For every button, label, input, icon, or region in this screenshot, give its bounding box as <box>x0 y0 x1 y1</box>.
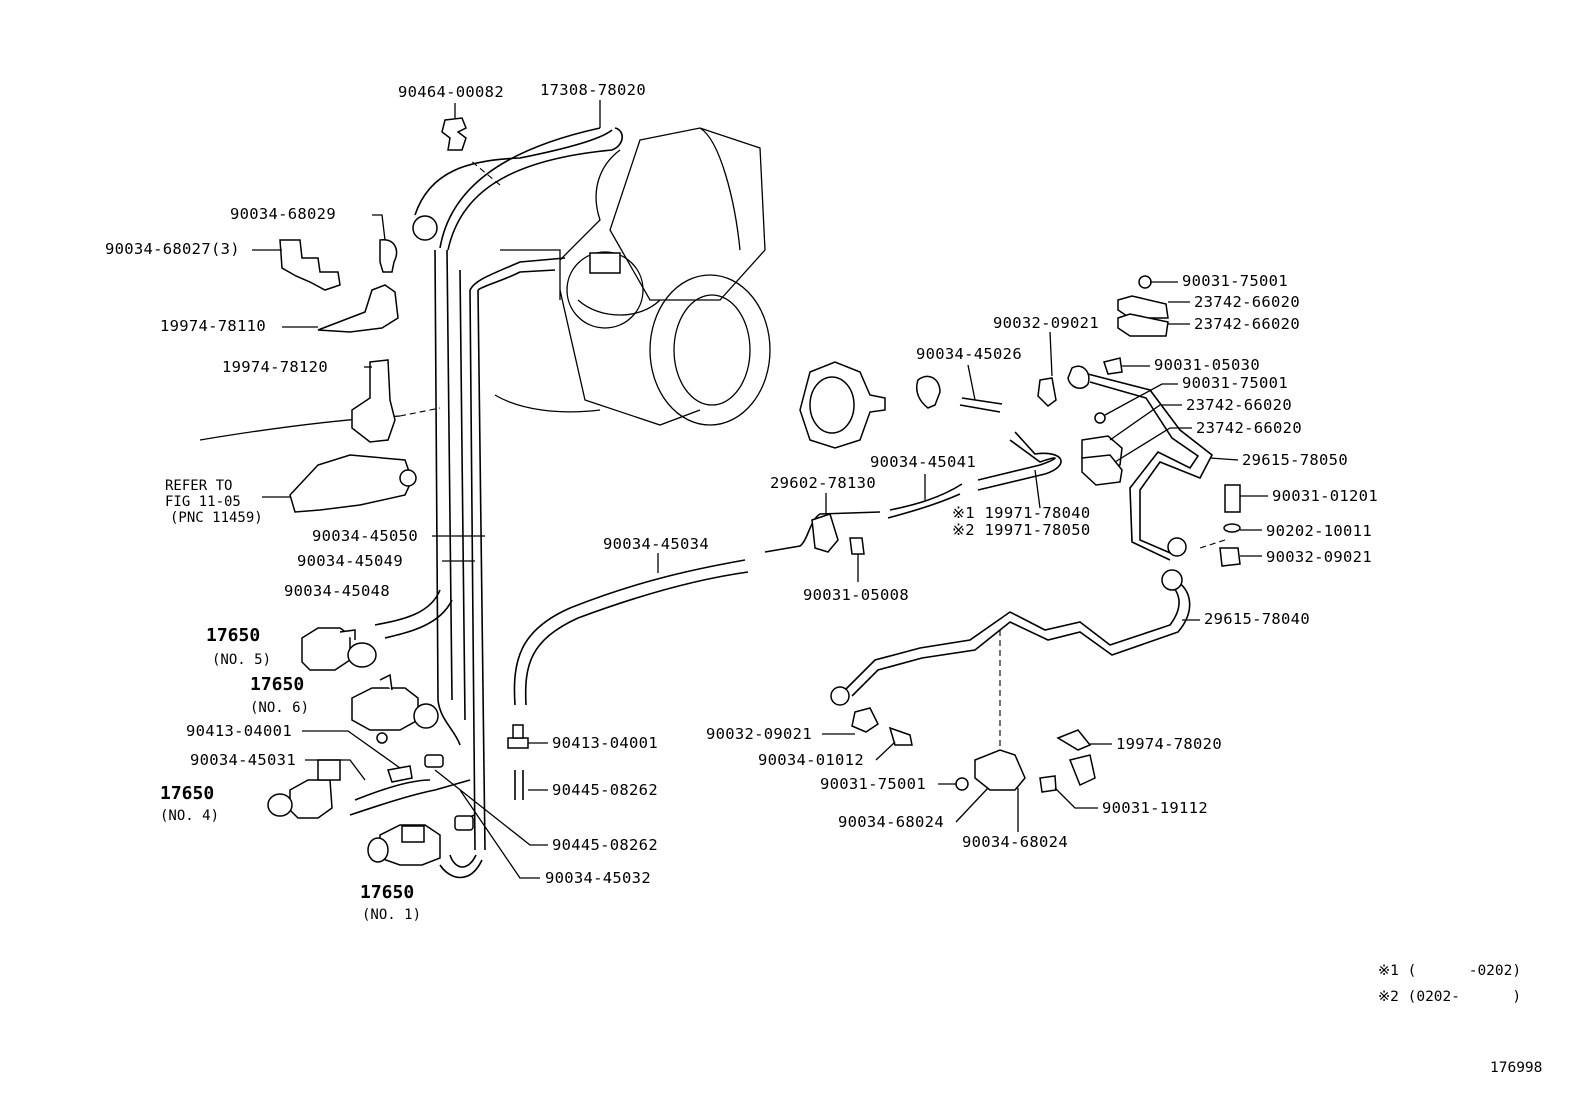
callout-90034-45048[interactable]: 90034-45048 <box>284 582 390 600</box>
main-hose-bundle <box>349 127 623 879</box>
callout-29602-78130[interactable]: 29602-78130 <box>770 474 876 492</box>
footnote-1: ※1 ( -0202) <box>1378 963 1521 979</box>
callout-90034-01012[interactable]: 90034-01012 <box>758 751 864 769</box>
vsv-no1-sub: (NO. 1) <box>362 907 421 923</box>
dash-bolt-line <box>1199 539 1226 549</box>
t-fitting-90413-04001-right <box>507 724 529 749</box>
callout-90445-08262-a[interactable]: 90445-08262 <box>552 781 658 799</box>
callout-90445-08262-b[interactable]: 90445-08262 <box>552 836 658 854</box>
callout-90034-45031[interactable]: 90034-45031 <box>190 751 296 769</box>
callout-90202-10011[interactable]: 90202-10011 <box>1266 522 1372 540</box>
callout-23742-66020-b[interactable]: 23742-66020 <box>1194 315 1300 333</box>
footnote-2: ※2 (0202- ) <box>1378 989 1521 1005</box>
vsv-no4[interactable] <box>267 759 341 819</box>
vsv-no6[interactable] <box>351 673 439 744</box>
pipe-29602-78130 <box>764 511 881 555</box>
callout-29615-78050[interactable]: 29615-78050 <box>1242 451 1348 469</box>
refer-line2[interactable]: FIG 11-05 <box>165 494 241 510</box>
vsv-no6-sub: (NO. 6) <box>250 700 309 716</box>
callout-90031-01201[interactable]: 90031-01201 <box>1272 487 1378 505</box>
engine-outline <box>199 127 771 441</box>
callout-90031-75001-top[interactable]: 90031-75001 <box>1182 272 1288 290</box>
refer-line1: REFER TO <box>165 478 232 494</box>
vsv-no4-number[interactable]: 17650 <box>160 783 214 804</box>
callout-90413-04001-right[interactable]: 90413-04001 <box>552 734 658 752</box>
callout-90034-68024-a[interactable]: 90034-68024 <box>838 813 944 831</box>
callout-90034-68029[interactable]: 90034-68029 <box>230 205 336 223</box>
vsv-no1-number[interactable]: 17650 <box>360 882 414 903</box>
callout-90034-45050[interactable]: 90034-45050 <box>312 527 418 545</box>
hose-90034-45034 <box>513 559 749 800</box>
footnotes: ※1 ( -0202) ※2 (0202- ) <box>1378 963 1521 1005</box>
callout-19974-78110[interactable]: 19974-78110 <box>160 317 266 335</box>
hoses-45041-45026 <box>887 375 1062 519</box>
callout-90031-75001-mid[interactable]: 90031-75001 <box>1182 374 1288 392</box>
callout-90034-68027[interactable]: 90034-68027(3) <box>105 240 240 258</box>
callout-17308-78020[interactable]: 17308-78020 <box>540 81 646 99</box>
vsv-no5-number[interactable]: 17650 <box>206 625 260 646</box>
callout-90031-19112[interactable]: 90031-19112 <box>1102 799 1208 817</box>
callout-90032-09021-top[interactable]: 90032-09021 <box>993 314 1099 332</box>
vsv-labels: 17650 (NO. 5) 17650 (NO. 6) 17650 (NO. 4… <box>160 625 421 923</box>
callout-90034-45034[interactable]: 90034-45034 <box>603 535 709 553</box>
callout-23742-66020-d[interactable]: 23742-66020 <box>1196 419 1302 437</box>
callout-90034-45032[interactable]: 90034-45032 <box>545 869 651 887</box>
callout-23742-66020-a[interactable]: 23742-66020 <box>1194 293 1300 311</box>
refer-note: REFER TO FIG 11-05 (PNC 11459) <box>165 478 263 526</box>
callout-19974-78020[interactable]: 19974-78020 <box>1116 735 1222 753</box>
callout-90034-45026[interactable]: 90034-45026 <box>916 345 1022 363</box>
t-fitting-90413-04001-left <box>387 765 413 783</box>
callout-19974-78120[interactable]: 19974-78120 <box>222 358 328 376</box>
callout-19971-78040[interactable]: ※1 19971-78040 <box>952 504 1091 522</box>
callout-90031-05008[interactable]: 90031-05008 <box>803 586 909 604</box>
callout-90464-00082[interactable]: 90464-00082 <box>398 83 504 101</box>
callout-90031-75001-bottom[interactable]: 90031-75001 <box>820 775 926 793</box>
vsv-no5[interactable] <box>301 627 377 671</box>
vsv-no4-sub: (NO. 4) <box>160 808 219 824</box>
callout-90031-05030[interactable]: 90031-05030 <box>1154 356 1260 374</box>
left-brackets <box>279 117 467 513</box>
vsv-no6-number[interactable]: 17650 <box>250 674 304 695</box>
illustration-id: 176998 <box>1490 1060 1542 1076</box>
leader-lines <box>252 100 1268 879</box>
valve-body-mid <box>799 361 886 449</box>
vsv-no5-sub: (NO. 5) <box>212 652 271 668</box>
callout-29615-78040[interactable]: 29615-78040 <box>1204 610 1310 628</box>
callout-90032-09021-bottom[interactable]: 90032-09021 <box>706 725 812 743</box>
callout-90034-68024-b[interactable]: 90034-68024 <box>962 833 1068 851</box>
callout-90034-45049[interactable]: 90034-45049 <box>297 552 403 570</box>
callout-labels: 90464-00082 17308-78020 90034-68029 9003… <box>105 81 1378 887</box>
callout-19971-78050[interactable]: ※2 19971-78050 <box>952 521 1091 539</box>
callout-23742-66020-c[interactable]: 23742-66020 <box>1186 396 1292 414</box>
right-pipes <box>830 275 1241 793</box>
callout-90034-45041[interactable]: 90034-45041 <box>870 453 976 471</box>
refer-line3: (PNC 11459) <box>170 510 263 526</box>
vsv-no1[interactable] <box>367 824 441 866</box>
callout-90032-09021-right[interactable]: 90032-09021 <box>1266 548 1372 566</box>
callout-90413-04001-left[interactable]: 90413-04001 <box>186 722 292 740</box>
